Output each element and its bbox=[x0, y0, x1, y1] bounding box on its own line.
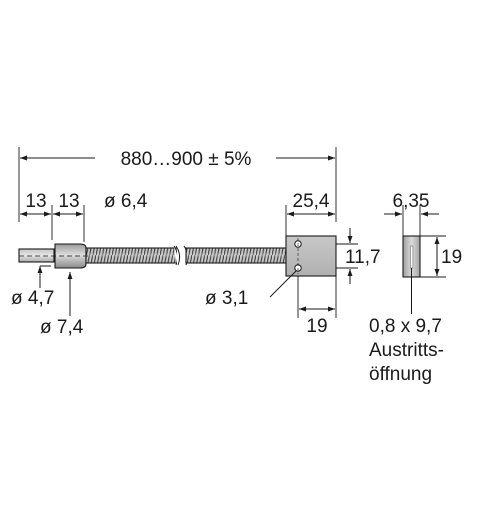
cable-assembly bbox=[18, 235, 337, 277]
tip-segment-dimensions: 13 13 bbox=[20, 191, 85, 242]
probe-tip bbox=[18, 248, 55, 263]
overall-length-dimension: 880…900 ± 5% bbox=[18, 147, 337, 222]
braided-sheath-right bbox=[185, 247, 287, 264]
head-depth-label: 19 bbox=[441, 247, 462, 268]
sensor-head bbox=[285, 235, 337, 277]
exit-aperture bbox=[410, 245, 414, 269]
head-height-dimension: 11,7 bbox=[336, 228, 381, 284]
sheath-diameter-label: ø 6,4 bbox=[104, 191, 148, 212]
overall-length-label: 880…900 ± 5% bbox=[121, 149, 252, 170]
segment-1-label: 13 bbox=[25, 191, 46, 212]
hole-diameter-label: ø 3,1 bbox=[205, 288, 248, 309]
head-width-label: 6,35 bbox=[393, 191, 430, 212]
side-view: 6,35 19 bbox=[384, 191, 462, 314]
head-height-label: 11,7 bbox=[345, 247, 381, 268]
braided-sheath-left bbox=[85, 247, 177, 264]
head-length-label: 25,4 bbox=[293, 191, 330, 212]
aperture-size-label: 0,8 x 9,7 bbox=[369, 316, 442, 337]
hole-spacing-label: 19 bbox=[306, 316, 327, 337]
hole-spacing-dimension: 19 bbox=[297, 276, 337, 337]
aperture-label-line1: Austritts- bbox=[369, 340, 444, 361]
aperture-label-line2: öffnung bbox=[369, 364, 432, 385]
ferrule-diameter-label: ø 7,4 bbox=[40, 317, 84, 338]
tip-diameter-callout: ø 4,7 bbox=[11, 265, 54, 309]
hole-diameter-callout: ø 3,1 bbox=[205, 270, 297, 309]
tip-diameter-label: ø 4,7 bbox=[11, 288, 54, 309]
head-length-dimension: 25,4 bbox=[285, 191, 335, 236]
ferrule-diameter-callout: ø 7,4 bbox=[40, 272, 84, 338]
segment-2-label: 13 bbox=[58, 191, 79, 212]
